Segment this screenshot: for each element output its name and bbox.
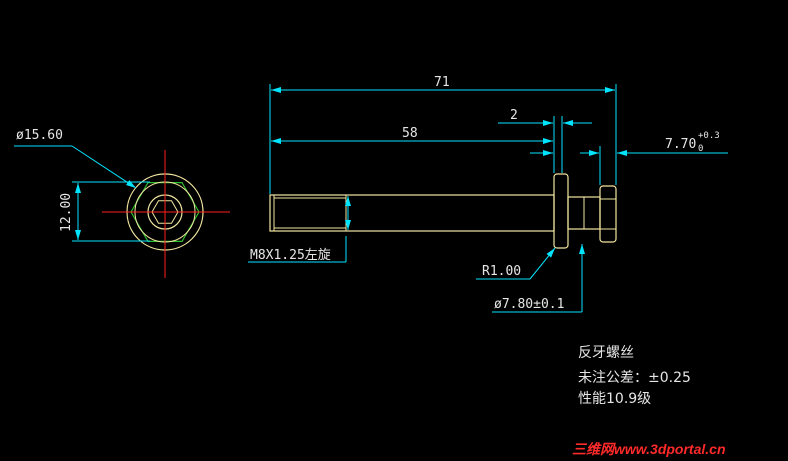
watermark: 三维网www.3dportal.cn	[572, 441, 726, 457]
collar	[553, 173, 569, 249]
fillet-radius-label: R1.00	[482, 264, 521, 279]
collar-width-label: 2	[510, 108, 518, 123]
end-view: ø15.60 12.00	[14, 128, 230, 278]
thread-callout-label: M8X1.25左旋	[250, 248, 331, 263]
note-line-3: 性能10.9级	[578, 391, 651, 407]
head-diameter-label: ø15.60	[16, 128, 63, 143]
head-height-label: 7.70	[665, 137, 696, 152]
shank-outline	[269, 194, 555, 232]
head-height-tol-lower: 0	[698, 144, 703, 154]
thread-length-label: 58	[402, 126, 418, 141]
technical-notes: 反牙螺丝 未注公差：±0.25 性能10.9级	[578, 345, 691, 407]
collar-diameter-label: ø7.80±0.1	[494, 297, 564, 312]
side-dimensions: 71 58 2 7.70 +0.3 0 M8X1.25左旋 R1.00 ø7.8…	[248, 75, 728, 313]
note-line-2: 未注公差：±0.25	[578, 370, 691, 386]
hex-head	[599, 185, 617, 243]
head-height-tol-upper: +0.3	[698, 131, 720, 141]
overall-length-label: 71	[434, 75, 450, 90]
side-view	[269, 173, 617, 249]
note-line-1: 反牙螺丝	[578, 345, 634, 361]
across-flats-label: 12.00	[59, 193, 74, 232]
